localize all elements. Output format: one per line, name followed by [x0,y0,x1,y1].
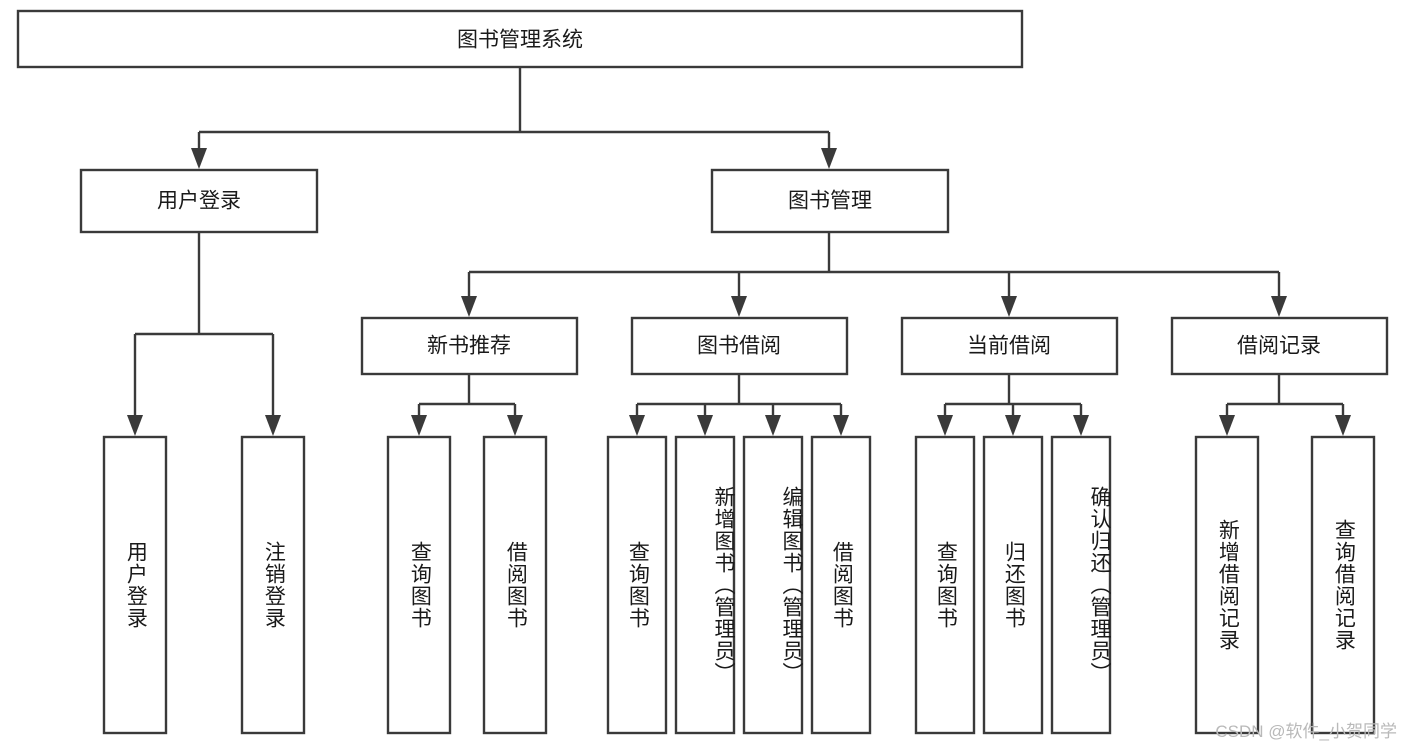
node-book-borrow-box [630,316,849,376]
arrow-head-user-login [191,148,207,169]
arrow-head-leaf-add-book [697,415,713,436]
leaf-return-book-box[interactable] [982,435,1044,735]
arrow-head-leaf-user-login [127,415,143,436]
node-new-book-recommend[interactable]: 新书推荐 [360,316,579,376]
leaf-confirm-return-box[interactable] [1050,435,1112,735]
arrow-head-book-borrow [731,296,747,317]
leaf-boxes [102,435,1376,735]
connector-book-borrow-to-leaves [629,374,849,436]
node-user-login-box [79,168,319,234]
arrow-head-leaf-query-borrow-record [1335,415,1351,436]
node-book-manage-label: 图书管理 [788,190,872,213]
node-root[interactable]: 图书管理系统 [16,9,1024,69]
connector-user-login-to-leaves [127,232,281,436]
arrow-head-new-book-recommend [461,296,477,317]
arrow-head-leaf-logout [265,415,281,436]
watermark-text: CSDN @软件_小贺同学 [1215,722,1397,741]
arrow-head-leaf-query-book-recommend [411,415,427,436]
arrow-head-leaf-confirm-return [1073,415,1089,436]
arrow-head-book-manage [821,148,837,169]
arrow-head-borrow-record [1271,296,1287,317]
node-borrow-record-label: 借阅记录 [1237,335,1321,358]
node-current-borrow[interactable]: 当前借阅 [900,316,1119,376]
leaf-query-book-current-box[interactable] [914,435,976,735]
leaf-edit-book-box[interactable] [742,435,804,735]
leaf-add-borrow-record-box[interactable] [1194,435,1260,735]
node-new-book-recommend-box [360,316,579,376]
leaf-query-borrow-record-box[interactable] [1310,435,1376,735]
node-root-label: 图书管理系统 [457,29,583,52]
node-current-borrow-box [900,316,1119,376]
connector-new-book-to-leaves [411,374,523,436]
connector-root-to-level2 [191,67,837,169]
leaf-add-book-box[interactable] [674,435,736,735]
leaf-query-book-borrow-box[interactable] [606,435,668,735]
node-root-box [16,9,1024,69]
connector-borrow-record-to-leaves [1219,374,1351,436]
arrow-head-current-borrow [1001,296,1017,317]
node-book-manage-box [710,168,950,234]
arrow-head-leaf-borrow-book [833,415,849,436]
node-borrow-record-box [1170,316,1389,376]
node-borrow-record[interactable]: 借阅记录 [1170,316,1389,376]
arrow-head-leaf-query-book-borrow [629,415,645,436]
node-user-login-label: 用户登录 [157,190,241,213]
arrow-head-leaf-edit-book [765,415,781,436]
arrow-head-leaf-add-borrow-record [1219,415,1235,436]
connector-book-manage-to-level3 [461,232,1287,317]
leaf-query-book-recommend-box[interactable] [386,435,452,735]
leaf-user-login-box[interactable] [102,435,168,735]
node-current-borrow-label: 当前借阅 [967,335,1051,358]
arrow-head-leaf-borrow-book-recommend [507,415,523,436]
node-book-borrow[interactable]: 图书借阅 [630,316,849,376]
arrow-head-leaf-return-book [1005,415,1021,436]
node-user-login[interactable]: 用户登录 [79,168,319,234]
leaf-logout-box[interactable] [240,435,306,735]
node-new-book-recommend-label: 新书推荐 [427,335,511,358]
leaf-borrow-book-box[interactable] [810,435,872,735]
node-book-borrow-label: 图书借阅 [697,335,781,358]
node-book-manage[interactable]: 图书管理 [710,168,950,234]
arrow-head-leaf-query-book-current [937,415,953,436]
connector-current-borrow-to-leaves [937,374,1089,436]
leaf-borrow-book-recommend-box[interactable] [482,435,548,735]
